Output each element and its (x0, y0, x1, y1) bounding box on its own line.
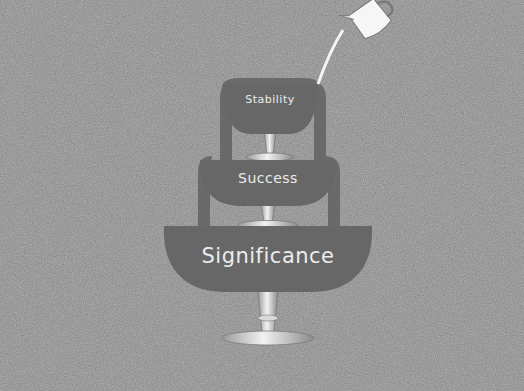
bowl-shape (222, 84, 318, 134)
glass-bowl: Stability (222, 84, 318, 134)
glass-bowl: Success (199, 160, 337, 206)
glass-stem (246, 132, 294, 161)
pour-stream (318, 30, 343, 84)
bowl-fill (200, 160, 335, 206)
glass-bowl: Significance (162, 226, 374, 292)
glass-stem (238, 204, 298, 230)
bowl-fill (164, 226, 372, 292)
bowl-label: Success (238, 170, 298, 187)
bowl-fill (223, 84, 317, 134)
bowl-label: Stability (245, 93, 295, 106)
glass-stem (222, 290, 314, 345)
bowl-label: Significance (201, 244, 334, 269)
pitcher (339, 0, 400, 46)
